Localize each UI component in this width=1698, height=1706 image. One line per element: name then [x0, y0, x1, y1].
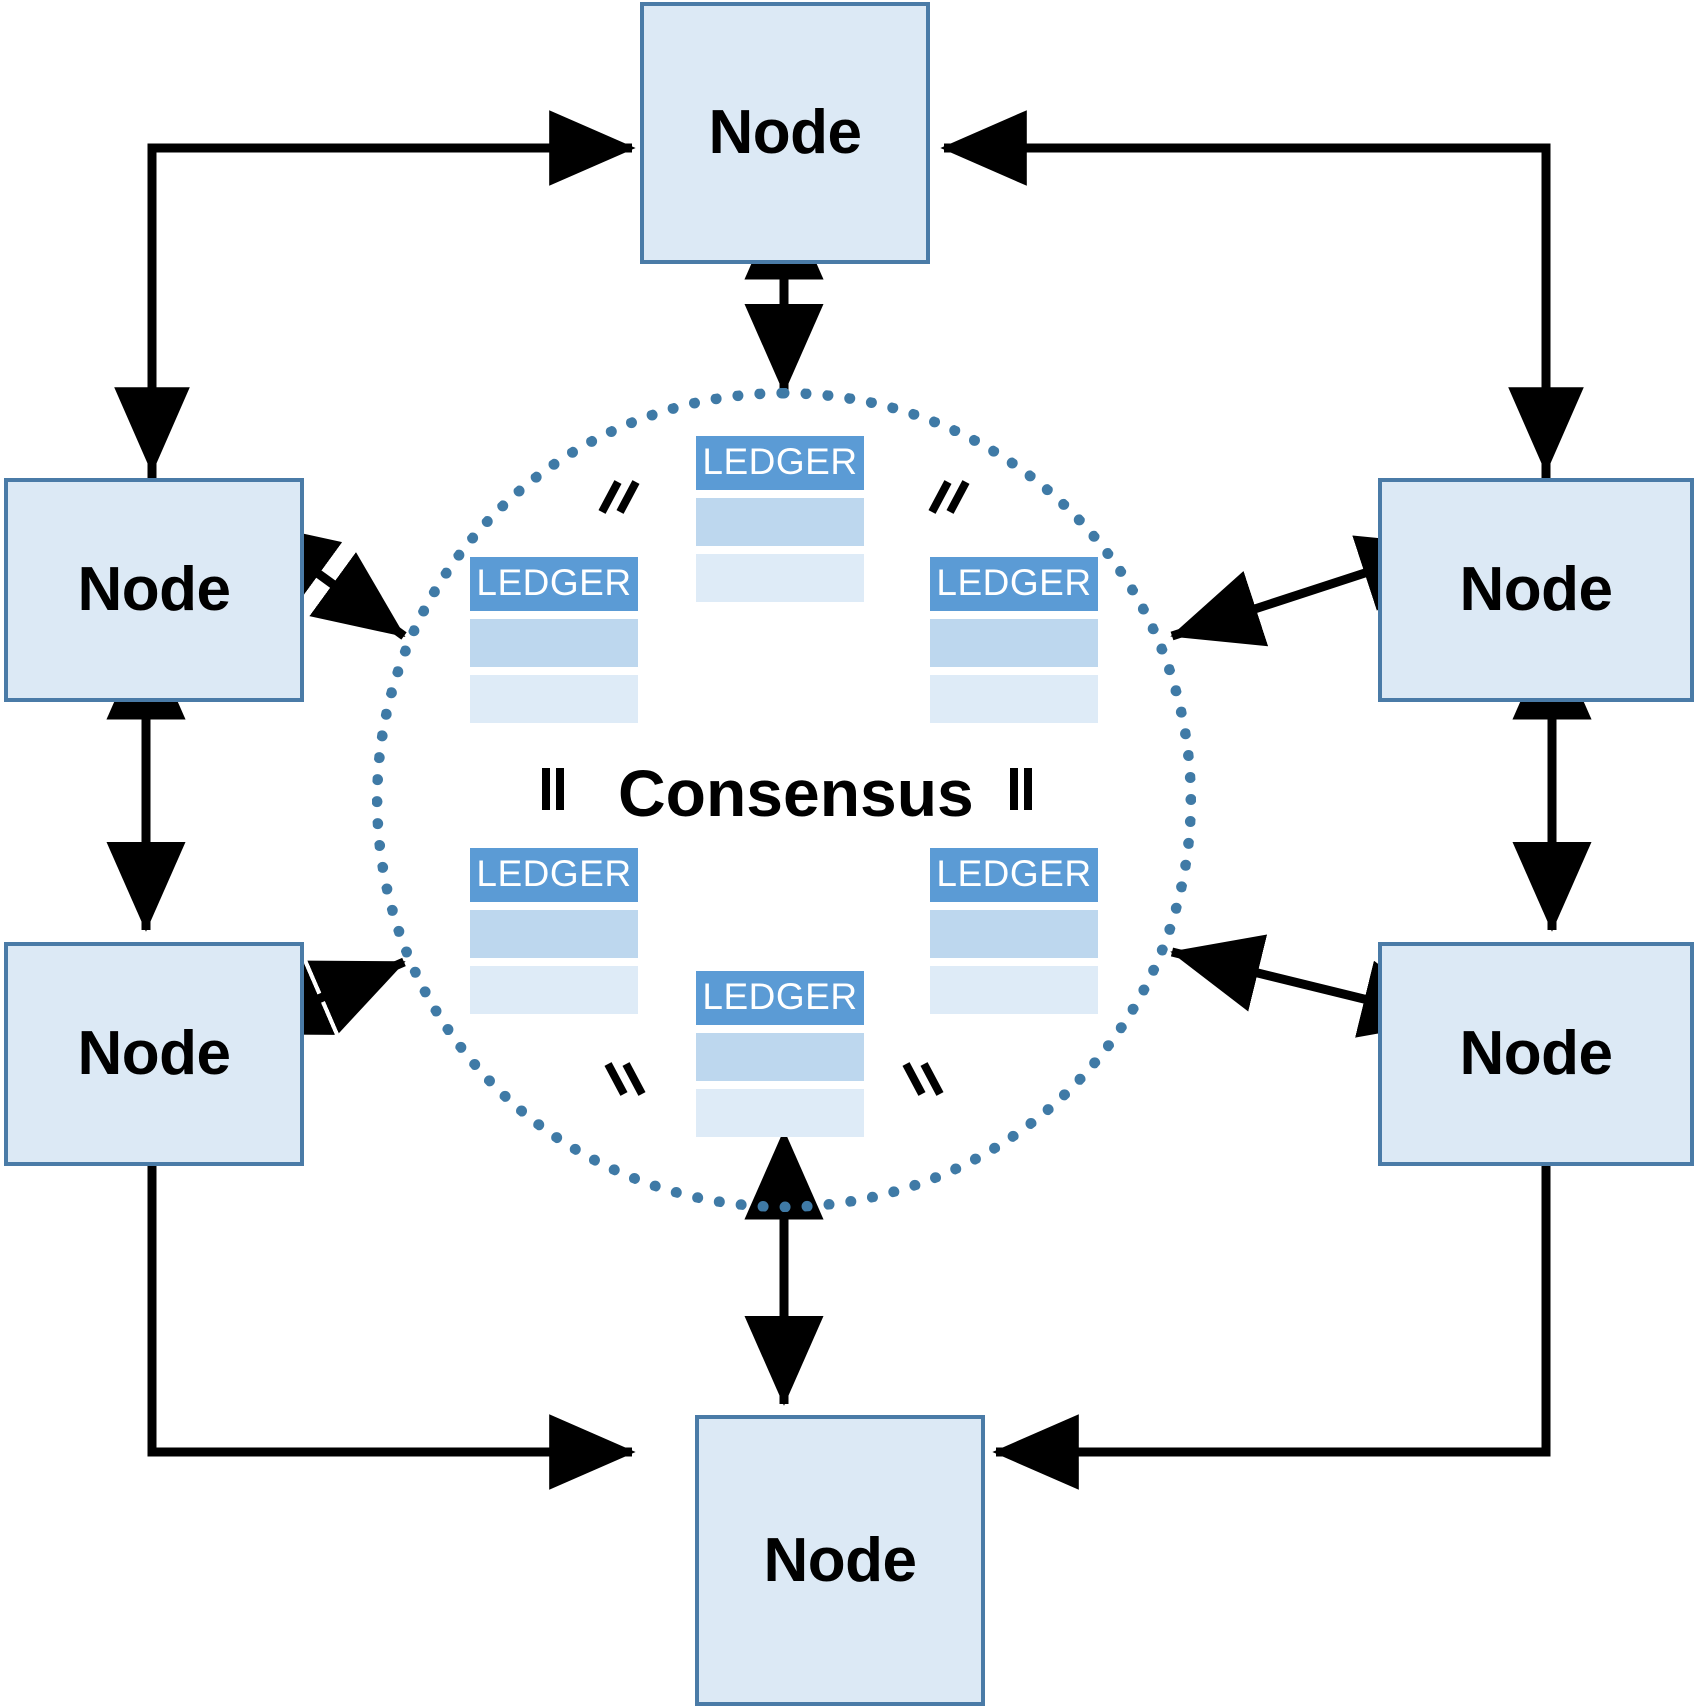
- consensus-label: Consensus: [618, 756, 974, 830]
- ledger-row: [696, 554, 864, 602]
- ledger-top[interactable]: LEDGER: [696, 436, 864, 602]
- equals-icon-bottom-right: [902, 1060, 952, 1098]
- ledger-row: [470, 910, 638, 958]
- ledger-row: [696, 1089, 864, 1137]
- node-left-upper[interactable]: Node: [4, 478, 304, 702]
- ledger-header: LEDGER: [930, 557, 1098, 611]
- ledger-bottom[interactable]: LEDGER: [696, 971, 864, 1137]
- equals-icon-top-right: [928, 478, 978, 516]
- node-label: Node: [1459, 555, 1614, 624]
- consensus-circle: [372, 388, 1196, 1212]
- ledger-header: LEDGER: [696, 436, 864, 490]
- node-label: Node: [763, 1525, 918, 1595]
- ledger-upper-left[interactable]: LEDGER: [470, 557, 638, 723]
- ledger-row: [930, 910, 1098, 958]
- ledger-row: [470, 619, 638, 667]
- node-top[interactable]: Node: [640, 2, 930, 264]
- ledger-row: [696, 1033, 864, 1081]
- ledger-header: LEDGER: [470, 557, 638, 611]
- ledger-row: [930, 619, 1098, 667]
- ledger-header: LEDGER: [696, 971, 864, 1025]
- node-label: Node: [708, 98, 863, 167]
- equals-icon-bottom-left: [604, 1060, 654, 1098]
- ledger-upper-right[interactable]: LEDGER: [930, 557, 1098, 723]
- node-label: Node: [77, 1019, 232, 1088]
- ledger-row: [470, 675, 638, 723]
- ledger-row: [930, 675, 1098, 723]
- node-left-lower[interactable]: Node: [4, 942, 304, 1166]
- ledger-header: LEDGER: [470, 848, 638, 902]
- equals-icon-mid-right: [1008, 768, 1044, 812]
- ledger-row: [696, 498, 864, 546]
- ledger-row: [470, 966, 638, 1014]
- ledger-lower-left[interactable]: LEDGER: [470, 848, 638, 1014]
- node-bottom[interactable]: Node: [695, 1415, 985, 1706]
- node-label: Node: [77, 555, 232, 624]
- equals-icon-top-left: [598, 478, 648, 516]
- ledger-header: LEDGER: [930, 848, 1098, 902]
- equals-icon-mid-left: [540, 768, 576, 812]
- node-right-lower[interactable]: Node: [1378, 942, 1694, 1166]
- node-label: Node: [1459, 1019, 1614, 1088]
- ledger-row: [930, 966, 1098, 1014]
- ledger-lower-right[interactable]: LEDGER: [930, 848, 1098, 1014]
- node-right-upper[interactable]: Node: [1378, 478, 1694, 702]
